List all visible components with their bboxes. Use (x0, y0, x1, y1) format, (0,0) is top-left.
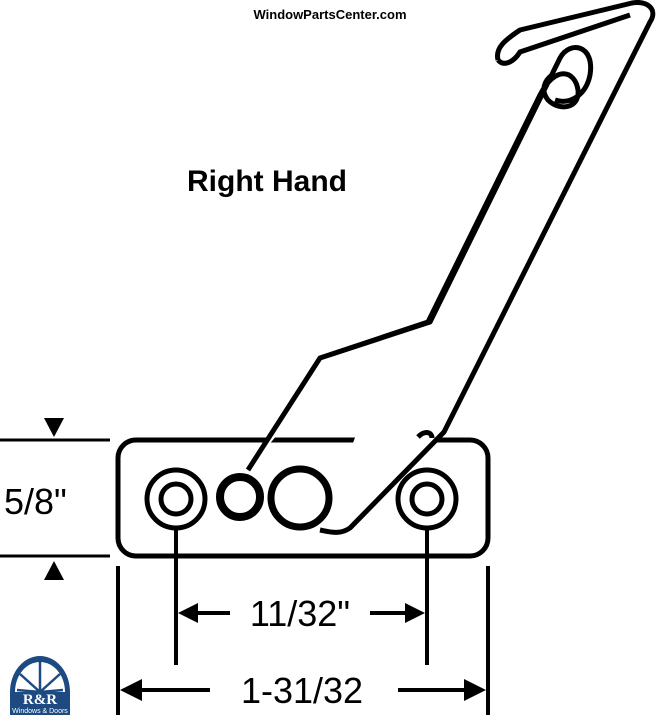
hook (496, 12, 631, 66)
arrow-down-icon (44, 418, 64, 437)
arrow-left-icon (178, 603, 198, 623)
large-washer (267, 465, 333, 531)
diagram-title: Right Hand (187, 165, 347, 198)
base-plate (115, 437, 491, 559)
arrow-left-icon (120, 679, 142, 701)
mounting-hole-right-inner (409, 481, 445, 517)
hole-spacing-dimension: 11/32" (250, 593, 350, 634)
watermark: WindowPartsCenter.com (253, 7, 406, 22)
arrow-right-icon (464, 679, 486, 701)
pivot-rivet (216, 473, 264, 521)
arm-tab (416, 430, 435, 439)
operator-arm (245, 0, 656, 535)
arrow-up-icon (44, 561, 64, 580)
overall-length-dimension: 1-31/32 (241, 670, 363, 711)
mounting-hole-left-inner (158, 481, 194, 517)
rr-logo: R&R Windows & Doors (10, 656, 70, 715)
height-dimension: 5/8" (4, 481, 67, 522)
svg-text:Windows & Doors: Windows & Doors (12, 708, 68, 715)
svg-text:R&R: R&R (23, 692, 57, 708)
arrow-right-icon (405, 603, 425, 623)
